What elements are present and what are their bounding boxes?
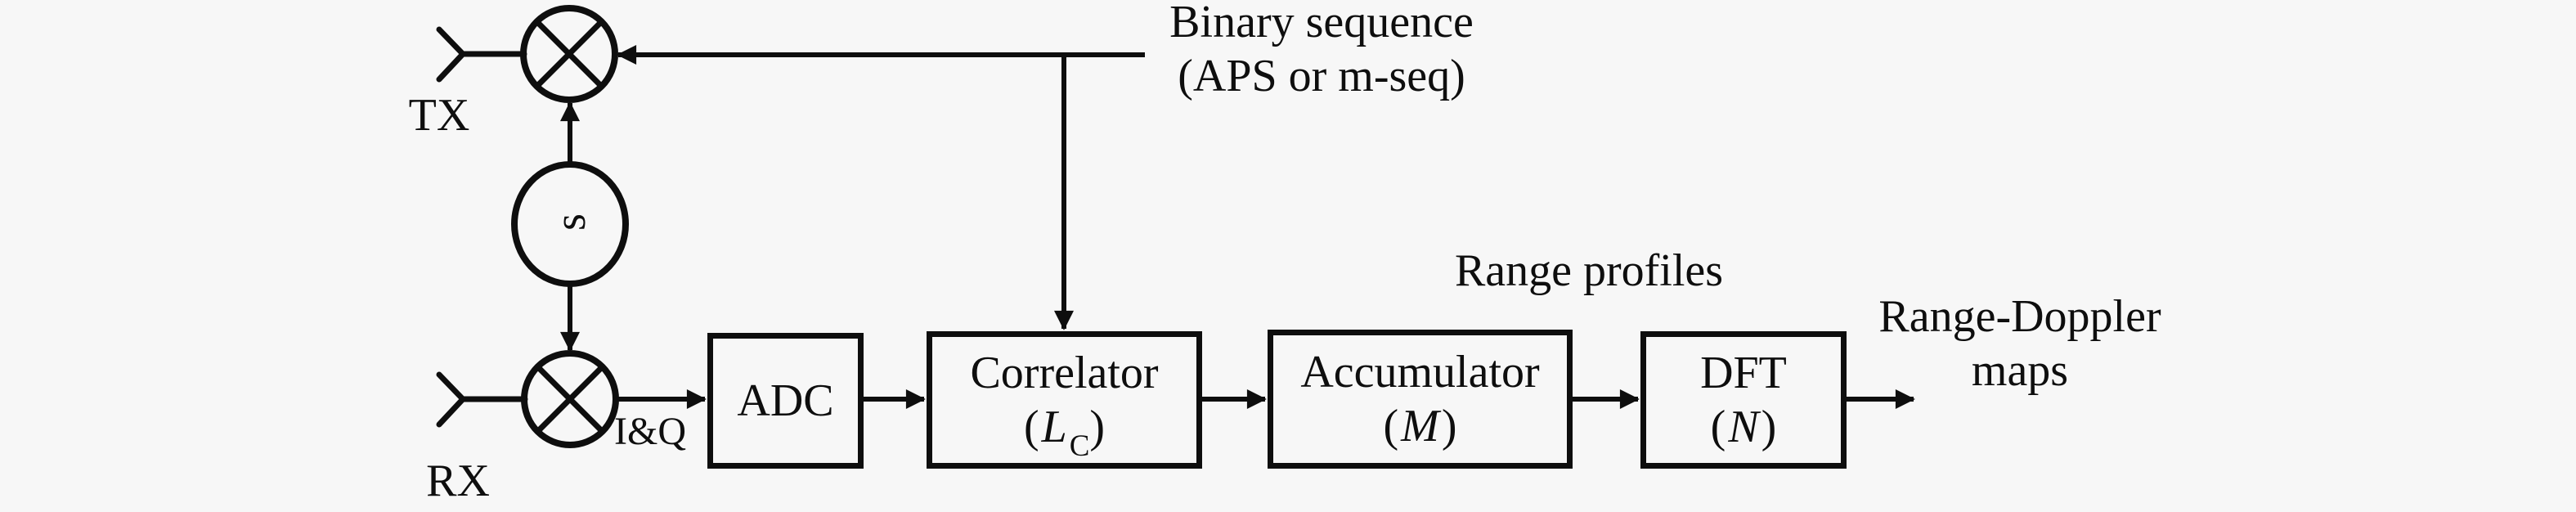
adc-title: ADC (737, 375, 834, 426)
range-profiles-label: Range profiles (1454, 245, 1724, 296)
sequence-source-circle (511, 161, 629, 287)
correlator-param: (LC) (1023, 400, 1106, 460)
dft-param: (N) (1711, 400, 1777, 454)
correlator-param-subscript: C (1069, 428, 1090, 462)
dft-block: DFT (N) (1640, 331, 1847, 469)
tx-mixer-icon (520, 5, 618, 103)
dft-title: DFT (1700, 348, 1787, 398)
rx-mixer-icon (521, 350, 619, 448)
correlator-block: Correlator (LC) (927, 331, 1202, 469)
accumulator-param: (M) (1384, 399, 1457, 453)
binary-sequence-line2: (APS or m-seq) (1178, 51, 1465, 101)
tx-antenna-icon (436, 26, 527, 83)
accumulator-param-close: ) (1441, 401, 1457, 451)
accumulator-title: Accumulator (1300, 347, 1540, 397)
dft-param-close: ) (1761, 402, 1777, 452)
correlator-title: Correlator (970, 348, 1159, 398)
accumulator-param-open: ( (1383, 401, 1399, 451)
correlator-param-close: ) (1089, 402, 1106, 452)
range-doppler-line1: Range-Doppler (1878, 291, 2161, 342)
correlator-param-symbol: L (1041, 402, 1067, 452)
correlator-param-open: ( (1023, 402, 1039, 452)
dft-param-symbol: N (1728, 402, 1759, 452)
rx-label: RX (426, 456, 490, 506)
tx-label: TX (408, 90, 470, 141)
sequence-symbol: s (545, 213, 595, 231)
range-doppler-line2: maps (1971, 345, 2069, 396)
iq-label: I&Q (614, 410, 686, 453)
rx-antenna-icon (436, 371, 528, 428)
adc-block: ADC (707, 333, 864, 469)
binary-sequence-label: Binary sequence (APS or m-seq) (1158, 0, 1485, 103)
binary-sequence-line1: Binary sequence (1169, 0, 1474, 47)
dft-param-open: ( (1710, 402, 1726, 452)
accumulator-block: Accumulator (M) (1268, 330, 1573, 469)
accumulator-param-symbol: M (1401, 401, 1439, 451)
range-doppler-maps-label: Range-Doppler maps (1856, 290, 2183, 397)
